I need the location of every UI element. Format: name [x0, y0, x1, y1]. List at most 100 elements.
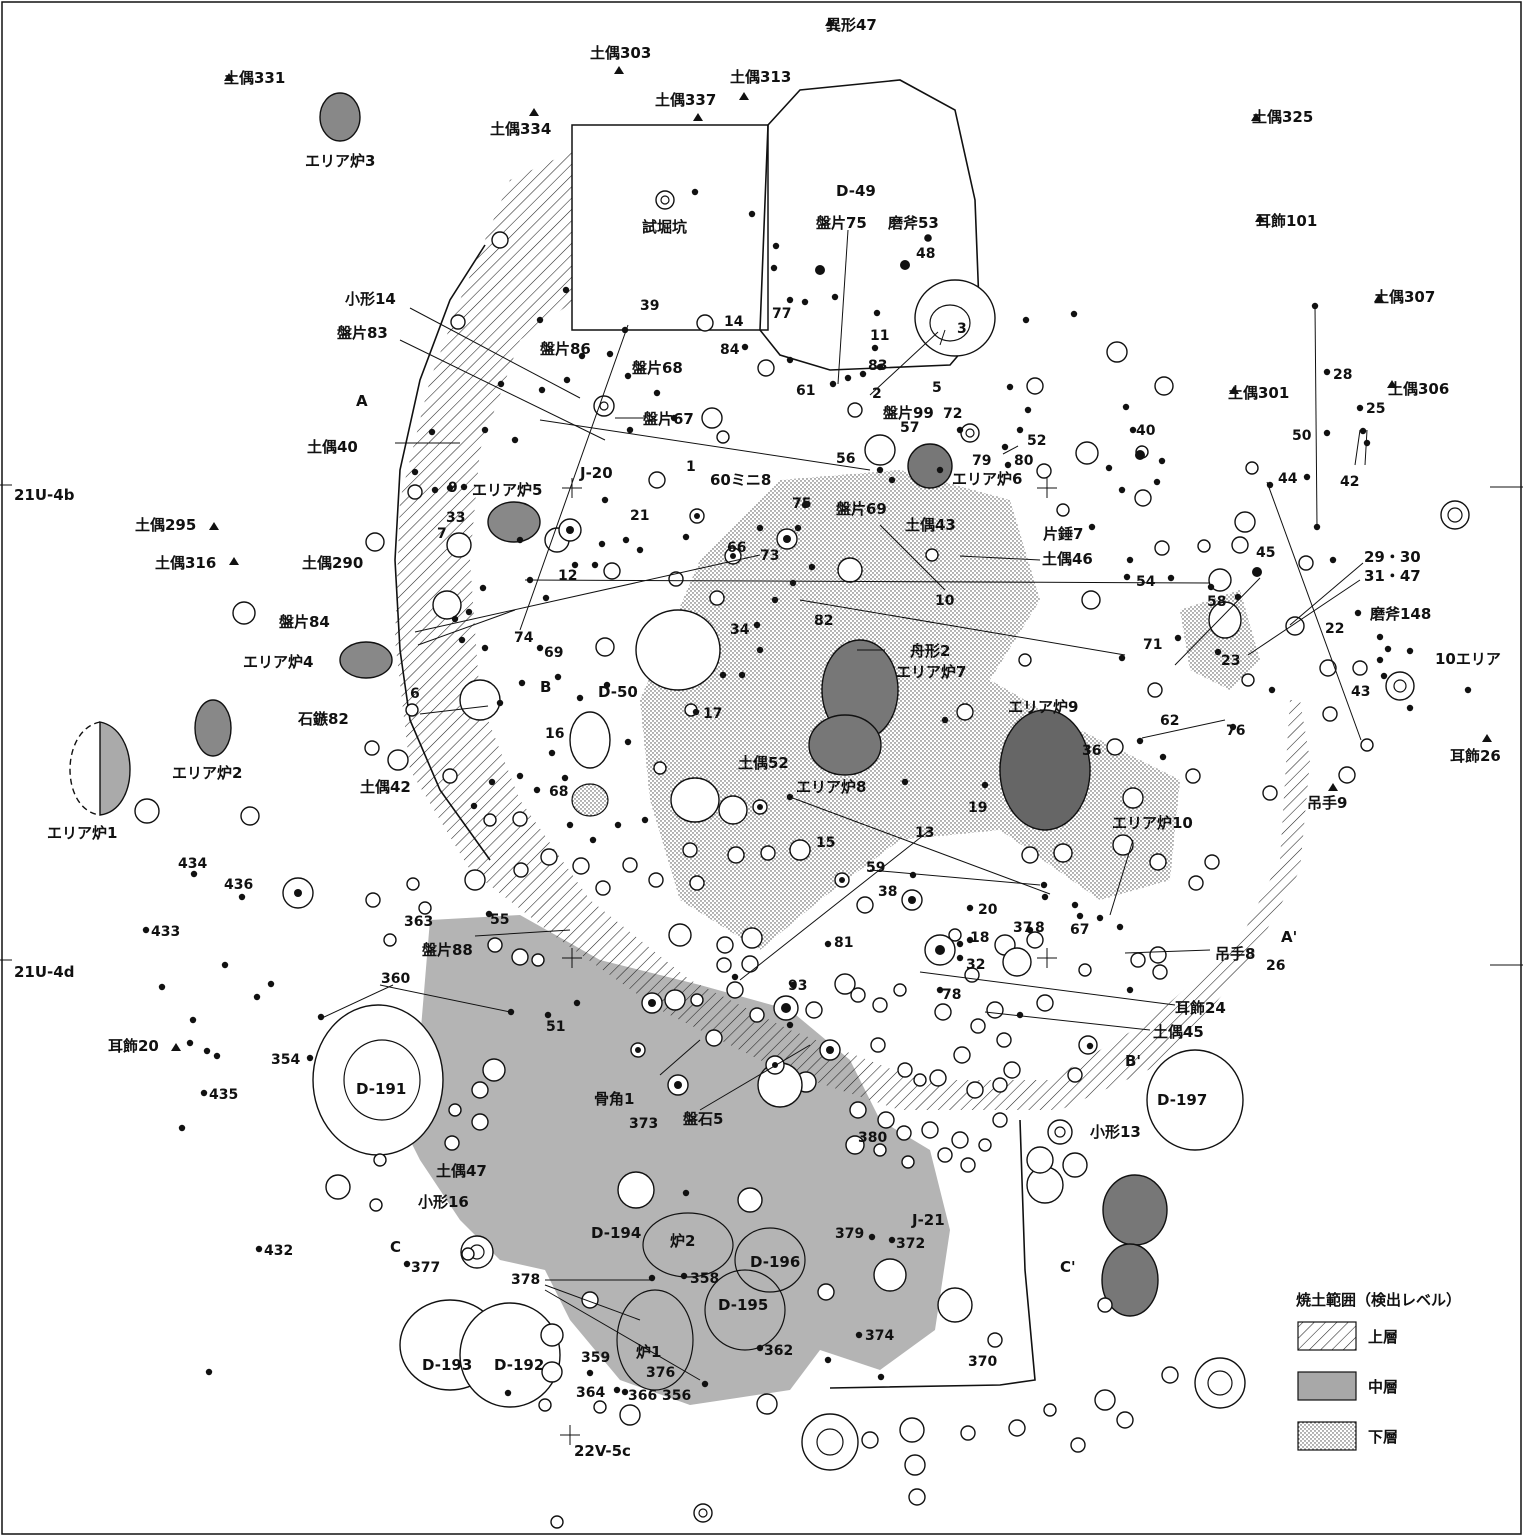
test-trench — [571, 124, 769, 331]
hearth-area-label: エリア炉7 — [896, 663, 966, 681]
artifact-label: 吊手8 — [1215, 945, 1255, 963]
number-label: 21 — [630, 508, 649, 524]
number-label: 67 — [1070, 922, 1089, 938]
feature-labels: 試堀坑 D-49 D-50 D-191 D-192 D-193 D-194 D-… — [47, 152, 1501, 1374]
hearth-area-6 — [907, 443, 953, 489]
pit — [569, 711, 611, 769]
number-label: 38 — [878, 884, 897, 900]
number-label: 363 — [404, 914, 433, 930]
sekifu-label: 磨斧53 — [887, 214, 939, 232]
number-label: 5 — [932, 380, 942, 396]
pit-label: D-49 — [836, 182, 876, 200]
section-marker: B — [540, 678, 551, 696]
section-marker: C' — [1060, 1258, 1076, 1276]
legend-swatch-upper — [1297, 1321, 1357, 1351]
legend: 焼土範囲（検出レベル） 上層 中層 下層 — [1296, 1291, 1461, 1451]
number-label: 81 — [834, 935, 853, 951]
grid-label: 21U-4b — [14, 486, 75, 504]
number-label: 59 — [866, 860, 885, 876]
pit — [670, 777, 720, 823]
dogu-label: 土偶313 — [730, 68, 791, 86]
number-label: 42 — [1340, 474, 1359, 490]
number-label: 435 — [209, 1087, 238, 1103]
number-label: 39 — [640, 298, 659, 314]
number-label: 366 — [628, 1388, 657, 1404]
grid-label: 22V-5c — [574, 1442, 631, 1460]
number-label: 17 — [703, 706, 722, 722]
number-label: 11 — [870, 328, 889, 344]
banpen-label: 盤片67 — [642, 410, 694, 428]
mimikazari-label: 耳飾101 — [1256, 212, 1317, 230]
sekifu-label: 磨斧148 — [1369, 605, 1431, 623]
number-label: 360 — [381, 971, 410, 987]
dwelling-label: J-20 — [579, 464, 613, 482]
number-label: 77 — [772, 306, 791, 322]
number-label: 80 — [1014, 453, 1034, 469]
artifact-label: 29・30 — [1364, 548, 1421, 566]
number-label: 61 — [796, 383, 815, 399]
grid-label: 21U-4d — [14, 963, 74, 981]
number-label: 7 — [437, 526, 447, 542]
hearth-area-4 — [339, 641, 393, 679]
mimikazari-label: 耳飾20 — [108, 1037, 159, 1055]
kogata-label: 小形16 — [418, 1193, 469, 1211]
number-label: 14 — [724, 314, 744, 330]
number-label: 370 — [968, 1354, 997, 1370]
number-label: 20 — [978, 902, 998, 918]
section-marker: A — [356, 392, 368, 410]
number-label: 36 — [1082, 743, 1101, 759]
number-label: 379 — [835, 1226, 864, 1242]
dogu-label: 土偶290 — [302, 554, 363, 572]
number-label: 376 — [646, 1365, 675, 1381]
dogu-label: 土偶307 — [1374, 288, 1435, 306]
number-label: 55 — [490, 912, 509, 928]
burnt-soil-middle-zone — [395, 915, 950, 1405]
hearth-area-label: エリア炉5 — [472, 481, 542, 499]
pit-label: D-196 — [750, 1253, 800, 1271]
number-label: 2 — [872, 386, 882, 402]
number-label: 23 — [1221, 653, 1240, 669]
pit-label: D-192 — [494, 1356, 544, 1374]
number-label: 83 — [868, 358, 887, 374]
number-label: 75 — [792, 496, 811, 512]
hearth-area-label: エリア炉1 — [47, 824, 117, 842]
number-label: 6 — [410, 686, 420, 702]
number-label: 354 — [271, 1052, 300, 1068]
artifact-label: 石鏃82 — [297, 710, 349, 728]
section-marker: B' — [1125, 1052, 1141, 1070]
hearth-area-label: エリア炉8 — [796, 778, 866, 796]
dogu-label: 土偶306 — [1388, 380, 1449, 398]
section-marker: A' — [1281, 928, 1297, 946]
number-label: 28 — [1333, 367, 1352, 383]
banpen-label: 盤片69 — [835, 500, 887, 518]
hearth-area — [1101, 1243, 1159, 1317]
legend-label: 上層 — [1368, 1328, 1398, 1346]
pit-label: D-197 — [1157, 1091, 1207, 1109]
number-label: 378 — [511, 1272, 540, 1288]
number-label: 32 — [966, 957, 985, 973]
number-label: 73 — [760, 548, 779, 564]
hearth-area-9 — [999, 709, 1091, 831]
pit-d194 — [642, 1212, 734, 1278]
number-label: 377 — [411, 1260, 440, 1276]
number-label: 62 — [1160, 713, 1179, 729]
legend-label: 中層 — [1368, 1378, 1398, 1396]
number-label: 43 — [1351, 684, 1370, 700]
pit — [343, 1039, 421, 1121]
number-label: 13 — [915, 825, 934, 841]
number-label: 18 — [970, 930, 989, 946]
number-label: 33 — [446, 510, 465, 526]
number-label: 45 — [1256, 545, 1275, 561]
pit — [571, 783, 609, 817]
artifact-label: 骨角1 — [594, 1090, 634, 1108]
number-label: 15 — [816, 835, 835, 851]
number-label: 57 — [900, 420, 919, 436]
pit-label: D-195 — [718, 1296, 768, 1314]
hearth-area-label: エリア炉9 — [1008, 698, 1078, 716]
banpen-label: 盤片86 — [539, 340, 591, 358]
artifact-label: 片錘7 — [1043, 525, 1083, 543]
number-label: 78 — [942, 987, 961, 1003]
artifact-label: 盤石5 — [682, 1110, 723, 1128]
